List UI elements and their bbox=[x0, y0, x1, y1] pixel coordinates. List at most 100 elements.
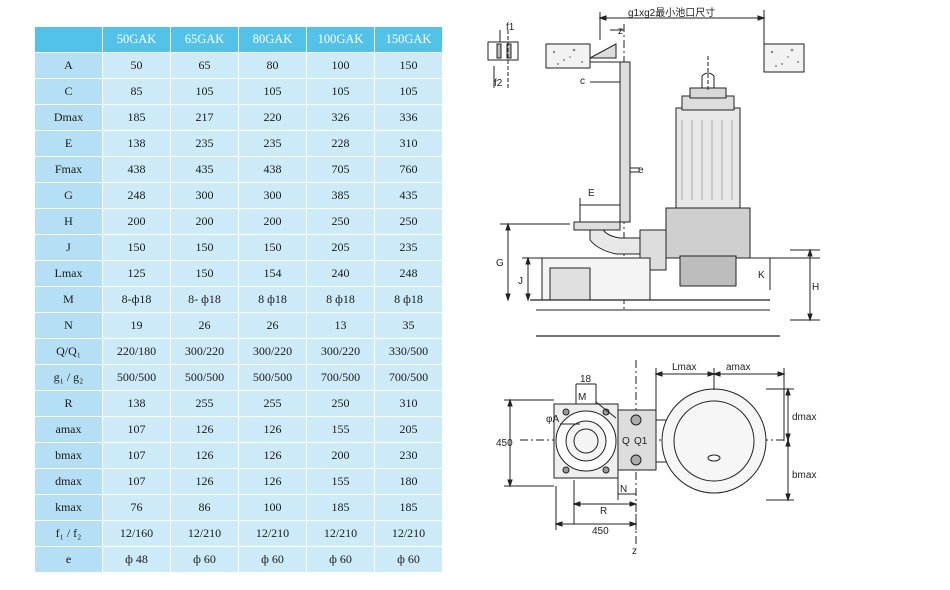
column-header bbox=[34, 26, 103, 53]
table-cell: ф 60 bbox=[170, 546, 239, 573]
table-cell: 8 ф18 bbox=[238, 286, 307, 313]
table-cell: 205 bbox=[306, 234, 375, 261]
row-label: Dmax bbox=[34, 104, 103, 131]
column-header: 150GAK bbox=[374, 26, 443, 53]
table-cell: 12/210 bbox=[306, 520, 375, 547]
row-label: A bbox=[34, 52, 103, 79]
column-header: 100GAK bbox=[306, 26, 375, 53]
label-f2: f2 bbox=[494, 78, 503, 89]
table-cell: 248 bbox=[102, 182, 171, 209]
table-cell: ф 60 bbox=[306, 546, 375, 573]
row-label: bmax bbox=[34, 442, 103, 469]
table-cell: 100 bbox=[306, 52, 375, 79]
label-lmax: Lmax bbox=[672, 362, 696, 373]
table-cell: 185 bbox=[102, 104, 171, 131]
table-cell: 230 bbox=[374, 442, 443, 469]
table-cell: 435 bbox=[374, 182, 443, 209]
table-cell: 300/220 bbox=[238, 338, 307, 365]
table-cell: 310 bbox=[374, 390, 443, 417]
table-cell: 150 bbox=[238, 234, 307, 261]
table-cell: 150 bbox=[170, 260, 239, 287]
row-label: amax bbox=[34, 416, 103, 443]
table-cell: 80 bbox=[238, 52, 307, 79]
table-cell: 8 ф18 bbox=[374, 286, 443, 313]
label-amax: amax bbox=[726, 362, 750, 373]
row-label: J bbox=[34, 234, 103, 261]
row-label: R bbox=[34, 390, 103, 417]
label-Q1: Q1 bbox=[634, 436, 648, 447]
table-cell: 19 bbox=[102, 312, 171, 339]
table-cell: 126 bbox=[238, 468, 307, 495]
table-cell: 107 bbox=[102, 468, 171, 495]
table-cell: 200 bbox=[102, 208, 171, 235]
table-cell: 300/220 bbox=[170, 338, 239, 365]
row-label: M bbox=[34, 286, 103, 313]
table-cell: 385 bbox=[306, 182, 375, 209]
table-cell: 12/210 bbox=[374, 520, 443, 547]
pump-volute bbox=[665, 207, 751, 259]
table-cell: 126 bbox=[170, 442, 239, 469]
row-label: H bbox=[34, 208, 103, 235]
table-cell: 50 bbox=[102, 52, 171, 79]
table-cell: 326 bbox=[306, 104, 375, 131]
row-label: G bbox=[34, 182, 103, 209]
table-cell: 255 bbox=[170, 390, 239, 417]
table-cell: 438 bbox=[102, 156, 171, 183]
table-cell: 150 bbox=[374, 52, 443, 79]
table-cell: 250 bbox=[306, 390, 375, 417]
table-cell: 126 bbox=[238, 416, 307, 443]
label-z-top: z bbox=[618, 26, 623, 37]
table-cell: 500/500 bbox=[102, 364, 171, 391]
pump-motor bbox=[675, 107, 741, 209]
table-cell: 255 bbox=[238, 390, 307, 417]
table-cell: 220/180 bbox=[102, 338, 171, 365]
label-E: E bbox=[588, 188, 595, 199]
table-cell: 300 bbox=[238, 182, 307, 209]
table-cell: 8 ф18 bbox=[306, 286, 375, 313]
table-cell: 76 bbox=[102, 494, 171, 521]
table-cell: 125 bbox=[102, 260, 171, 287]
table-cell: 330/500 bbox=[374, 338, 443, 365]
label-450-left: 450 bbox=[496, 438, 513, 449]
label-450-bottom: 450 bbox=[592, 526, 609, 537]
table-cell: 438 bbox=[238, 156, 307, 183]
table-cell: 8- ф18 bbox=[170, 286, 239, 313]
row-label: Lmax bbox=[34, 260, 103, 287]
table-cell: 300/220 bbox=[306, 338, 375, 365]
row-label: N bbox=[34, 312, 103, 339]
table-cell: 235 bbox=[374, 234, 443, 261]
label-R: R bbox=[600, 506, 607, 517]
table-cell: 13 bbox=[306, 312, 375, 339]
table-cell: 435 bbox=[170, 156, 239, 183]
column-header: 80GAK bbox=[238, 26, 307, 53]
label-Q: Q bbox=[622, 436, 630, 447]
label-K: K bbox=[758, 270, 765, 281]
label-18: 18 bbox=[580, 374, 592, 385]
table-cell: 8-ф18 bbox=[102, 286, 171, 313]
table-cell: 126 bbox=[238, 442, 307, 469]
table-cell: 220 bbox=[238, 104, 307, 131]
table-cell: 155 bbox=[306, 416, 375, 443]
table-cell: 35 bbox=[374, 312, 443, 339]
label-c: c bbox=[580, 76, 585, 87]
table-cell: 300 bbox=[170, 182, 239, 209]
table-cell: 105 bbox=[374, 78, 443, 105]
table-cell: 705 bbox=[306, 156, 375, 183]
column-header: 65GAK bbox=[170, 26, 239, 53]
pump-installation-diagram: f1 f2 z g1xg2最小池口尺寸 c e E G J K H Lmax a… bbox=[487, 6, 820, 557]
concrete-slab-right bbox=[763, 43, 805, 73]
table-cell: 100 bbox=[238, 494, 307, 521]
